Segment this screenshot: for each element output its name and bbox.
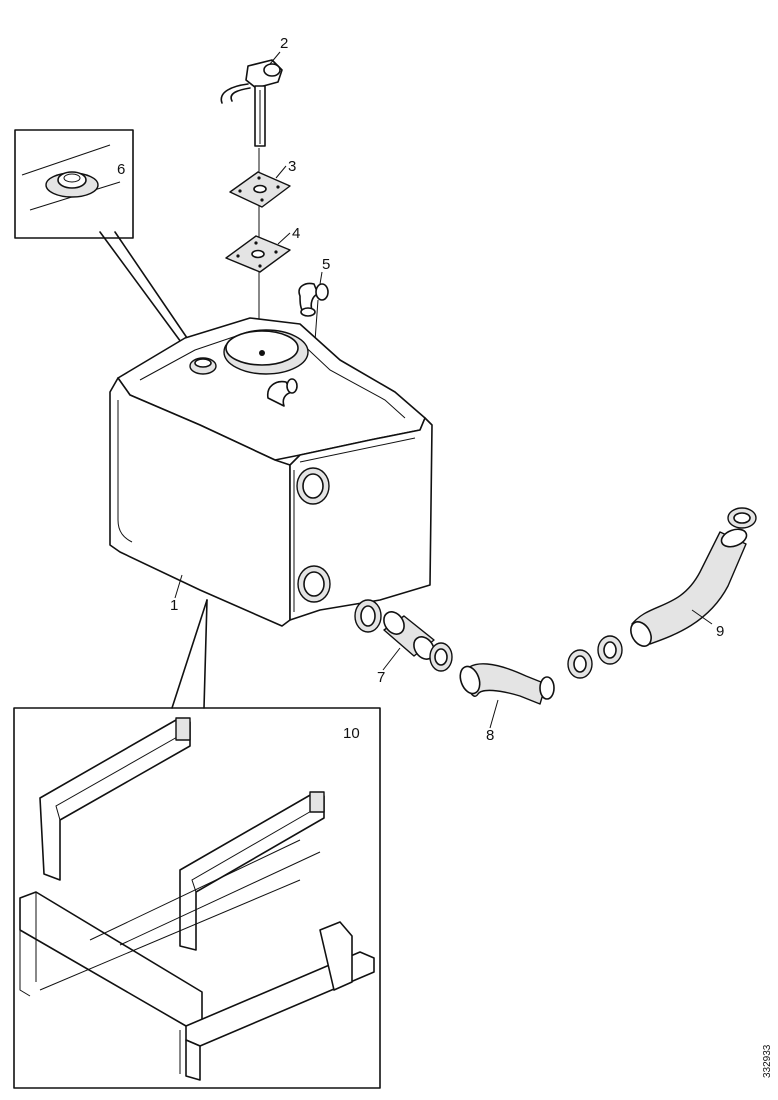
callout-5: 5 [322,256,330,273]
sender-unit-icon [220,59,283,362]
detail-inset-6 [14,129,201,358]
callout-7: 7 [377,669,385,686]
hose-icon [383,611,435,660]
mounting-bracket-icon [13,707,381,1089]
callout-3: 3 [288,158,296,175]
callout-2: 2 [280,35,288,52]
callout-8: 8 [486,727,494,744]
hose-icon [459,663,555,705]
callout-9: 9 [716,623,724,640]
hose-clamp-icon [354,599,382,633]
reference-number: 332933 [762,1044,773,1078]
callouts: 1 2 3 4 5 6 7 8 9 10 [117,35,724,744]
callout-6: 6 [117,161,125,178]
callout-1: 1 [170,597,178,614]
callout-10: 10 [343,725,360,742]
callout-4: 4 [292,225,300,242]
hose-clamp-icon [567,635,623,679]
elbow-fitting-icon [298,282,329,383]
hose-clamp-icon [429,642,453,672]
gasket-icon [225,235,291,273]
gasket-icon [229,171,291,208]
hose-icon [630,507,757,647]
filler-cap-icon [45,171,99,198]
tank-icon [109,317,433,709]
